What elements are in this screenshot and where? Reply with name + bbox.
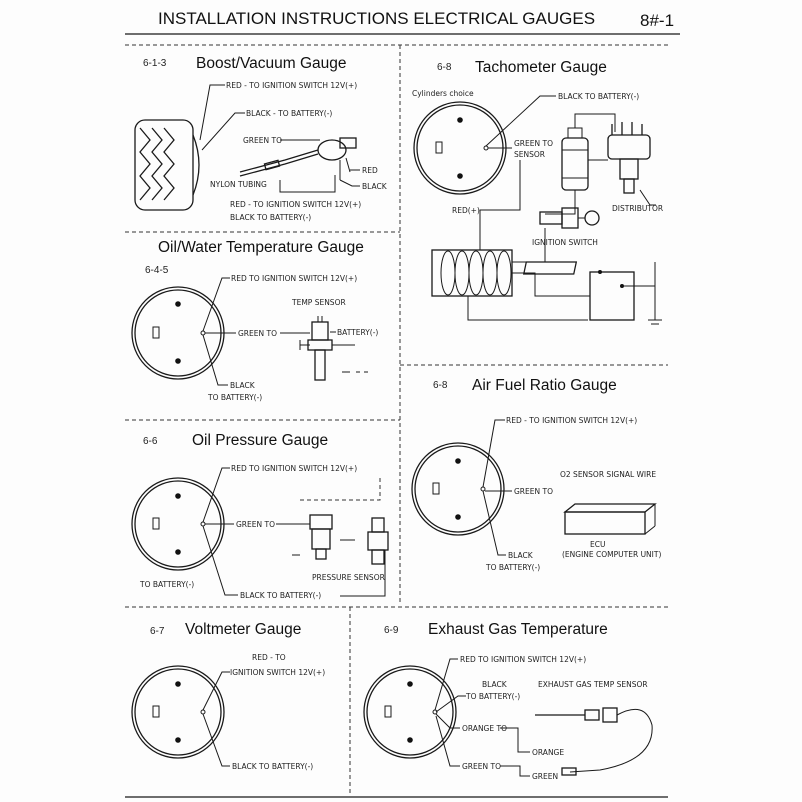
- afr-gauge-icon: [411, 442, 505, 536]
- boost-gauge-side-icon: [134, 119, 200, 211]
- label: BLACK TO BATTERY(-): [558, 92, 639, 101]
- voltmeter-gauge-icon: [131, 665, 225, 759]
- label: BLACK: [230, 381, 256, 390]
- label: RED TO IGNITION SWITCH 12V(+): [460, 655, 586, 664]
- section-title: Air Fuel Ratio Gauge: [472, 377, 617, 394]
- section-tachometer: 6-8 Tachometer Gauge Cylinders choice BL…: [412, 59, 663, 325]
- page-number: 8#-1: [640, 11, 674, 30]
- label: GREEN TO: [462, 762, 501, 771]
- label: Cylinders choice: [412, 89, 474, 98]
- pressure-sensor-alt-icon: [367, 517, 389, 565]
- label: TEMP SENSOR: [291, 298, 346, 307]
- ecu-icon: [563, 503, 657, 535]
- section-air-fuel-ratio: 6-8 Air Fuel Ratio Gauge RED - TO IGNITI…: [411, 377, 661, 572]
- label: RED - TO IGNITION SWITCH 12V(+): [506, 416, 637, 425]
- label: TO BATTERY(-): [485, 563, 540, 572]
- label: GREEN TO: [514, 139, 553, 148]
- label: ORANGE TO: [462, 724, 507, 733]
- label: RED - TO IGNITION SWITCH 12V(+): [226, 81, 357, 90]
- label: EXHAUST GAS TEMP SENSOR: [538, 680, 648, 689]
- section-number: 6-7: [150, 626, 165, 637]
- label: GREEN TO: [238, 329, 277, 338]
- section-number: 6-8: [433, 380, 448, 391]
- section-title: Boost/Vacuum Gauge: [196, 55, 347, 72]
- section-number: 6-8: [437, 62, 452, 73]
- section-number: 6-1-3: [143, 58, 167, 69]
- label: IGNITION SWITCH: [532, 238, 598, 247]
- label: RED TO IGNITION SWITCH 12V(+): [231, 274, 357, 283]
- egt-gauge-icon: [363, 665, 457, 759]
- label: O2 SENSOR SIGNAL WIRE: [560, 470, 656, 479]
- label: IGNITION SWITCH 12V(+): [230, 668, 325, 677]
- section-voltmeter: 6-7 Voltmeter Gauge RED - TO IGNITION SW…: [131, 621, 325, 771]
- label: TO BATTERY(-): [207, 393, 262, 402]
- label: RED TO IGNITION SWITCH 12V(+): [231, 464, 357, 473]
- boost-sensor-icon: [317, 137, 357, 180]
- label: NYLON TUBING: [210, 180, 267, 189]
- distributor-icon: [607, 122, 651, 194]
- page-title: INSTALLATION INSTRUCTIONS ELECTRICAL GAU…: [158, 9, 595, 28]
- section-title: Exhaust Gas Temperature: [428, 621, 608, 638]
- label: TO BATTERY(-): [139, 580, 194, 589]
- section-title: Tachometer Gauge: [475, 59, 607, 76]
- label: BATTERY(-): [337, 328, 378, 337]
- section-oil-water-temp: Oil/Water Temperature Gauge 6-4-5 RED TO…: [131, 239, 378, 402]
- label: SENSOR: [514, 150, 545, 159]
- section-title: Oil/Water Temperature Gauge: [158, 239, 364, 256]
- section-boost-vacuum: 6-1-3 Boost/Vacuum Gauge RED - TO IGNITI…: [134, 55, 388, 222]
- label: ECU: [590, 540, 605, 549]
- label: GREEN TO: [236, 520, 275, 529]
- label: TO BATTERY(-): [465, 692, 520, 701]
- ignition-coil-icon: [561, 127, 589, 191]
- wire-coil-icon: [431, 249, 513, 297]
- label: RED: [362, 166, 378, 175]
- label: GREEN TO: [514, 487, 553, 496]
- section-number: 6-4-5: [145, 265, 169, 276]
- label: BLACK TO BATTERY(-): [230, 213, 311, 222]
- ignition-switch-icon: [539, 207, 600, 229]
- label: PRESSURE SENSOR: [312, 573, 385, 582]
- section-egt: 6-9 Exhaust Gas Temperature RED TO IGNIT…: [363, 621, 653, 781]
- section-number: 6-6: [143, 436, 158, 447]
- label: ORANGE: [532, 748, 564, 757]
- section-number: 6-9: [384, 625, 399, 636]
- label: RED(+): [452, 206, 480, 215]
- label: BLACK - TO BATTERY(-): [246, 109, 332, 118]
- pressure-sensor-icon: [309, 514, 333, 560]
- label: GREEN TO: [243, 136, 282, 145]
- label: GREEN: [532, 772, 558, 781]
- label: RED - TO IGNITION SWITCH 12V(+): [230, 200, 361, 209]
- label: BLACK TO BATTERY(-): [240, 591, 321, 600]
- egt-probe-icon: [535, 707, 653, 776]
- label: (ENGINE COMPUTER UNIT): [562, 550, 661, 559]
- section-title: Oil Pressure Gauge: [192, 432, 328, 449]
- label: BLACK: [508, 551, 534, 560]
- label: BLACK: [362, 182, 388, 191]
- temp-sensor-icon: [307, 316, 333, 381]
- label: BLACK: [482, 680, 508, 689]
- label: BLACK TO BATTERY(-): [232, 762, 313, 771]
- tubing-icon: [239, 149, 319, 177]
- section-oil-pressure: 6-6 Oil Pressure Gauge RED TO IGNITION S…: [131, 432, 389, 600]
- section-title: Voltmeter Gauge: [185, 621, 301, 638]
- label: RED - TO: [252, 653, 286, 662]
- label: DISTRIBUTOR: [612, 204, 663, 213]
- battery-icon: [522, 261, 635, 321]
